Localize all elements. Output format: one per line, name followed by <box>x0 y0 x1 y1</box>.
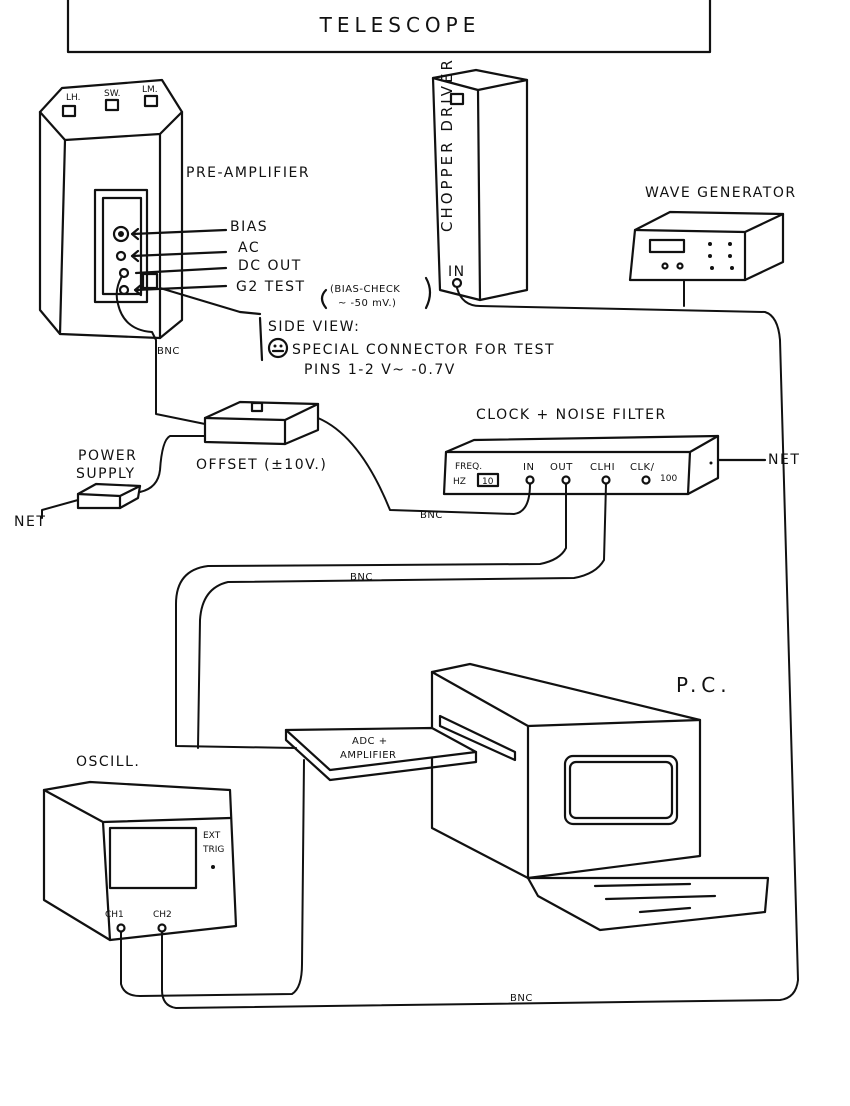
side-view-label: SIDE VIEW: <box>268 319 360 335</box>
oscilloscope: OSCILL. EXT TRIG CH1 CH2 <box>42 754 238 942</box>
bnc-label-2: BNC <box>420 510 443 521</box>
pc: P.C. <box>430 662 770 932</box>
side-view-note: SIDE VIEW: SPECIAL CONNECTOR FOR TEST PI… <box>258 316 555 378</box>
bias-label: BIAS <box>230 219 268 235</box>
filter-port-out: OUT <box>550 462 573 473</box>
chopper-driver: CHOPPER DRIVER IN <box>431 57 529 302</box>
pins-label: PINS 1-2 V~ -0.7V <box>304 362 456 378</box>
filter-div-label: 100 <box>660 474 677 484</box>
preamp-lh: LH. <box>66 93 80 103</box>
preamp-lm: LM. <box>142 85 158 95</box>
ac-label: AC <box>238 240 260 256</box>
freq-label: FREQ. <box>455 462 482 472</box>
adc-amplifier: ADC + AMPLIFIER <box>284 726 478 782</box>
net-label-left: NET <box>14 514 46 530</box>
cables: BNC BNC BNC BNC <box>41 275 799 1009</box>
clock-noise-filter: CLOCK + NOISE FILTER FREQ. HZ 10 IN OUT … <box>442 407 799 496</box>
ch1-label: CH1 <box>105 910 124 920</box>
offset-label: OFFSET (±10V.) <box>196 457 327 473</box>
preamp-connectors: BIAS AC DC OUT G2 TEST (BIAS-CHECK ~ -50… <box>130 219 432 316</box>
wave-generator: WAVE GENERATOR <box>628 185 797 282</box>
power-supply-label-2: SUPPLY <box>76 466 136 482</box>
dc-out-label: DC OUT <box>238 258 302 274</box>
telescope: TELESCOPE <box>66 0 712 54</box>
freq-unit: HZ <box>453 477 466 487</box>
filter-port-in: IN <box>523 462 534 473</box>
bias-check-value: ~ -50 mV.) <box>338 298 396 309</box>
preamp-sw: SW. <box>104 89 120 99</box>
power-supply-label-1: POWER <box>78 448 137 464</box>
adc-label-1: ADC + <box>352 736 388 747</box>
ext-trig-label-1: EXT <box>203 831 221 841</box>
offset-unit: OFFSET (±10V.) <box>196 400 327 473</box>
bnc-label-1: BNC <box>157 346 180 357</box>
power-supply: POWER SUPPLY NET <box>14 448 142 530</box>
chopper-in-label: IN <box>448 264 466 280</box>
g2-test-label: G2 TEST <box>236 279 306 295</box>
bnc-label-3: BNC <box>350 572 373 583</box>
chopper-driver-label: CHOPPER DRIVER <box>438 57 456 232</box>
pre-amplifier: LH. SW. LM. PRE-AMPLIFIER <box>38 78 310 340</box>
special-connector-label: SPECIAL CONNECTOR FOR TEST <box>292 342 555 358</box>
freq-box-value: 10 <box>482 477 494 487</box>
telescope-label: TELESCOPE <box>319 13 481 37</box>
oscill-label: OSCILL. <box>76 754 140 770</box>
preamp-label: PRE-AMPLIFIER <box>186 165 310 181</box>
ch2-label: CH2 <box>153 910 172 920</box>
filter-port-clk: CLK/ <box>630 462 655 473</box>
pc-label: P.C. <box>676 673 732 697</box>
ext-trig-label-2: TRIG <box>202 845 224 855</box>
bnc-label-4: BNC <box>510 993 533 1004</box>
wave-generator-label: WAVE GENERATOR <box>645 185 797 201</box>
filter-port-clhi: CLHI <box>590 462 615 473</box>
adc-label-2: AMPLIFIER <box>340 750 397 761</box>
bias-check-label: (BIAS-CHECK <box>330 284 400 295</box>
clock-noise-filter-label: CLOCK + NOISE FILTER <box>476 407 667 423</box>
